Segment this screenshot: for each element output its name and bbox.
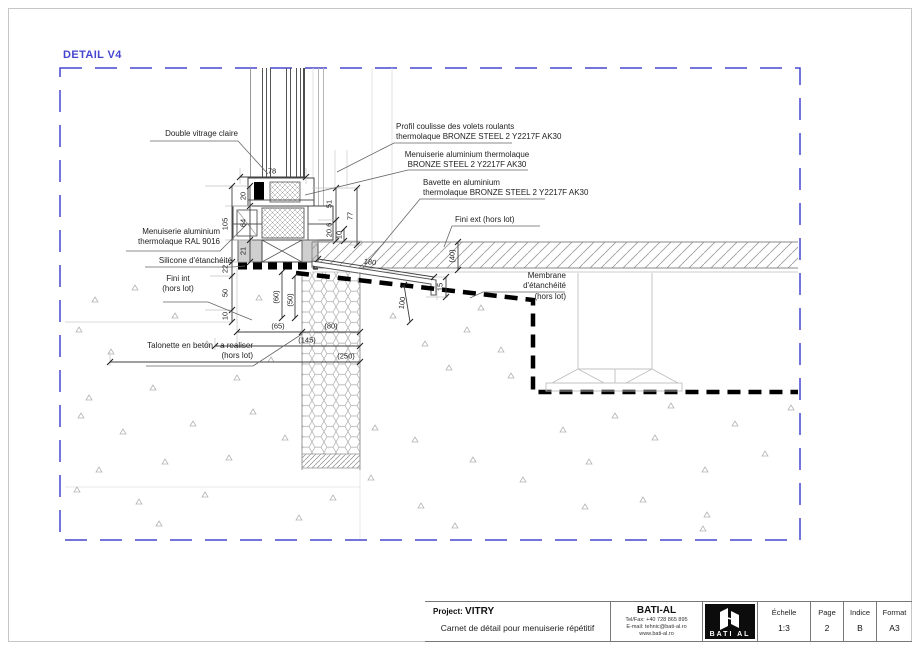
label-silicone: Silicone d'étanchéité — [158, 256, 232, 265]
title-block-company-cell: BATI-AL Tel/Fax: +40 728 865 895 E-mail:… — [610, 602, 702, 641]
dim-250: (250) — [337, 351, 355, 361]
label-membrane: Membrane d'étanchéité (hors lot) — [523, 271, 566, 301]
dim-100: 100 — [396, 296, 408, 310]
bati-al-logo-glyph — [720, 608, 739, 630]
company-website: www.bati-al.ro — [639, 631, 674, 637]
membrane-line — [295, 270, 798, 395]
extension-lines-top — [334, 150, 348, 188]
label-bavette: Bavette en aluminium thermolaque BRONZE … — [423, 178, 589, 198]
exterior-finish-band — [311, 241, 798, 273]
page-label: Page — [818, 608, 836, 617]
dim-77: 77 — [345, 211, 355, 221]
drawing-description: Carnet de détail pour menuiserie répétit… — [440, 623, 595, 633]
dim-51: 51 — [324, 199, 334, 209]
format-label: Format — [882, 608, 907, 617]
dim-10-right: 10 — [334, 230, 344, 240]
talonette-hatch — [301, 272, 361, 470]
detail-boundary — [59, 67, 801, 541]
bati-al-logo: BATI AL — [705, 604, 755, 639]
dim-20: 20 — [238, 191, 248, 201]
dim-21: 21 — [238, 246, 248, 256]
label-menuiserie-bronze: Menuiserie aluminium thermolaque BRONZE … — [404, 150, 530, 170]
title-block-page-cell: Page 2 — [810, 602, 843, 641]
title-block-logo-cell: BATI AL — [702, 602, 757, 641]
label-fini-int: Fini int (hors lot) — [162, 274, 194, 294]
dimension-ticks — [106, 173, 462, 366]
title-block-indice-cell: Indice B — [843, 602, 876, 641]
indice-value: B — [857, 623, 863, 633]
company-phone: Tel/Fax: +40 728 865 895 — [625, 617, 688, 623]
title-block-scale-cell: Échelle 1:3 — [757, 602, 810, 641]
label-talonette: Talonette en beton - a realiser (hors lo… — [147, 341, 253, 361]
title-block: Project: VITRY Carnet de détail pour men… — [425, 601, 912, 642]
dim-180: 180 — [363, 256, 377, 268]
indice-label: Indice — [849, 608, 870, 617]
foundation-lines — [65, 470, 361, 539]
label-menuiserie-ral: Menuiserie aluminium thermolaque RAL 901… — [138, 227, 220, 247]
dim-78: 78 — [267, 166, 277, 176]
page-value: 2 — [824, 623, 830, 633]
detail-title: DETAIL V4 — [63, 49, 122, 61]
dim-20-6: 20.6 — [324, 222, 334, 238]
glazing-lines — [250, 68, 324, 240]
label-profil-coulisse: Profil coulisse des volets roulants ther… — [396, 122, 562, 142]
dim-65: (65) — [271, 321, 285, 331]
title-block-project-cell: Project: VITRY Carnet de détail pour men… — [425, 602, 610, 641]
dim-105: 105 — [220, 217, 230, 231]
format-value: A3 — [889, 623, 900, 633]
concrete-triangles — [73, 284, 795, 532]
company-email: E-mail: tehnic@bati-al.ro — [626, 624, 687, 630]
dim-60: (60) — [271, 290, 281, 304]
scale-label: Échelle — [771, 608, 797, 617]
bavette-flashing — [311, 260, 437, 296]
logo-text: BATI AL — [709, 631, 751, 638]
dim-80: (80) — [324, 321, 338, 331]
company-name: BATI-AL — [636, 605, 677, 616]
dimension-lines — [110, 176, 459, 363]
dim-40: (40) — [447, 249, 457, 263]
project-name: VITRY — [465, 606, 495, 617]
project-label: Project: — [433, 607, 463, 616]
dim-50: 50 — [220, 288, 230, 298]
dim-15: 15 — [435, 282, 445, 292]
dim-145: (145) — [298, 335, 316, 345]
dim-10-left: 10 — [220, 311, 230, 321]
label-fini-ext: Fini ext (hors lot) — [455, 215, 515, 224]
frame-section — [232, 177, 334, 270]
dim-22: 22 — [220, 264, 230, 274]
label-double-vitrage: Double vitrage claire — [165, 129, 238, 138]
dim-64: 64 — [238, 218, 248, 228]
fixing-foot — [545, 273, 683, 392]
dim-50p: (50) — [285, 293, 295, 307]
scale-value: 1:3 — [778, 623, 790, 633]
leader-lines — [126, 140, 565, 367]
title-block-format-cell: Format A3 — [876, 602, 912, 641]
